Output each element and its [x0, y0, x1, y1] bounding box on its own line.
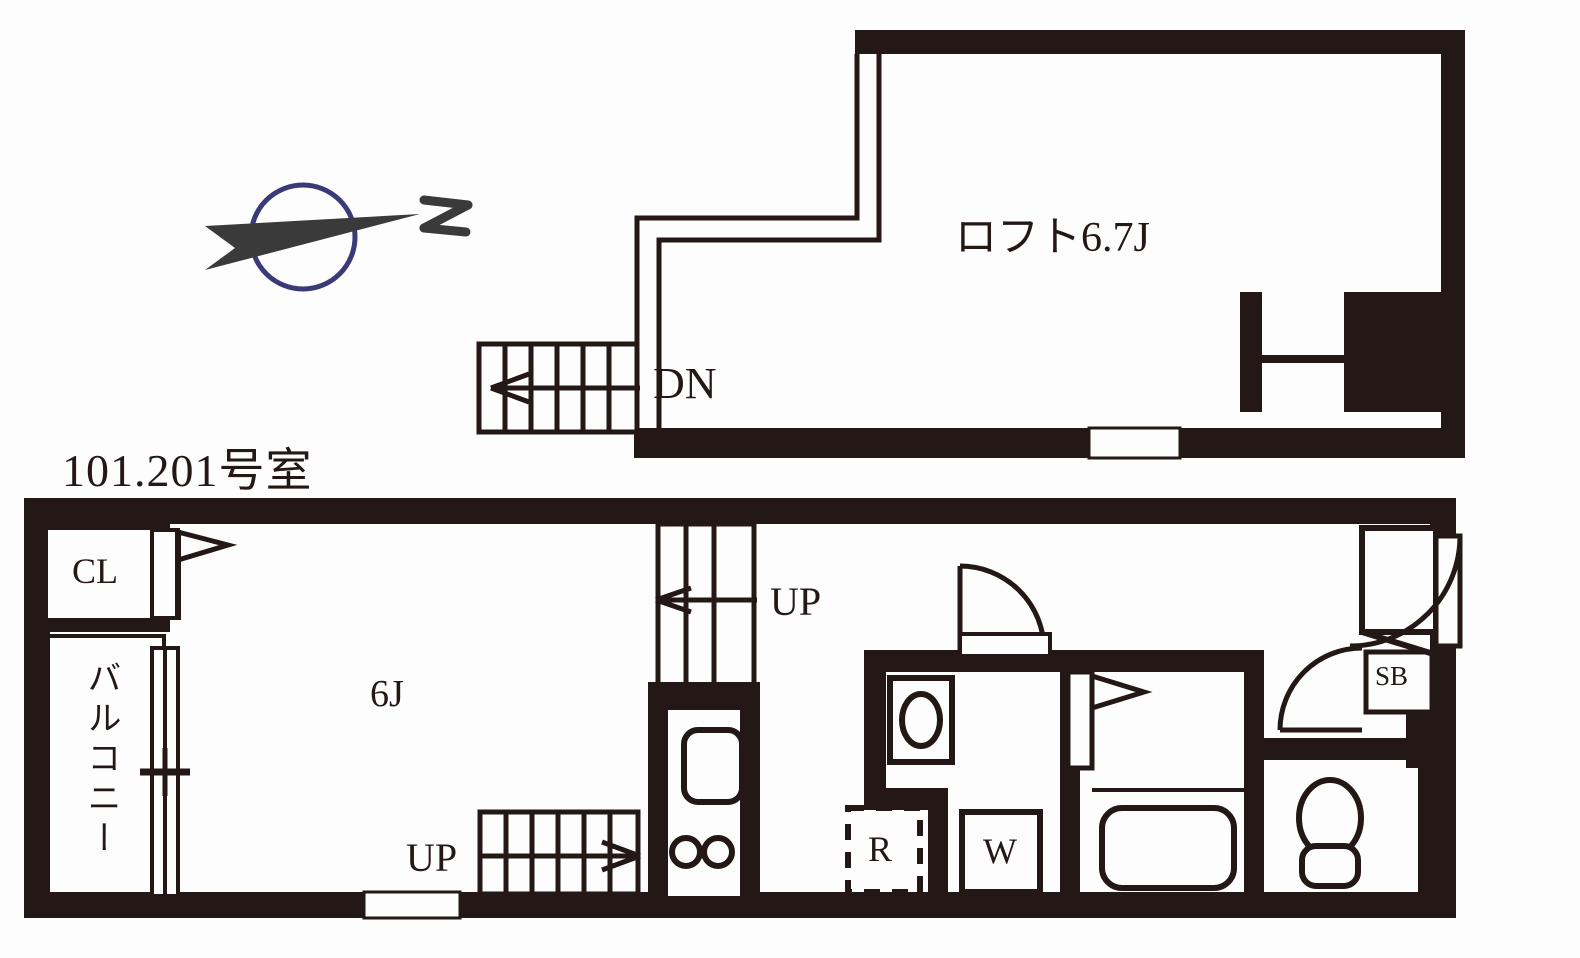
entrance-door	[1349, 535, 1463, 649]
loft-stairs-dn	[476, 341, 640, 435]
dn-arrow-icon	[490, 371, 640, 405]
closet-cl	[30, 524, 238, 632]
bathtub	[1092, 788, 1244, 891]
toilet-divider	[1406, 712, 1420, 768]
stair-label-up-lower: UP	[406, 835, 458, 880]
washer-space	[959, 809, 1043, 895]
loft-stair-label-dn: DN	[653, 359, 717, 408]
bath-door	[1065, 669, 1153, 771]
closet-label-cl: CL	[72, 551, 119, 591]
stair-label-up-upper: UP	[770, 579, 822, 624]
up-arrow-horizontal-icon	[480, 839, 641, 873]
unit-number-label: 101.201号室	[62, 445, 313, 496]
balcony-label: バルコニー	[82, 660, 119, 860]
toilet-room	[1296, 777, 1364, 889]
shoe-box-label: SB	[1375, 661, 1409, 691]
kitchen-block	[648, 690, 760, 896]
loft-floor-group	[476, 30, 1465, 460]
loft-window	[1087, 426, 1182, 460]
washroom-door	[957, 563, 1052, 658]
refrigerator-label: R	[868, 829, 893, 869]
bathroom-walls	[864, 650, 1264, 896]
up-arrow-vertical-icon	[655, 585, 757, 615]
main-window	[362, 890, 462, 920]
shoe-box	[1363, 649, 1435, 715]
vanity-basin	[887, 675, 955, 765]
loft-thick-walls	[634, 30, 1465, 458]
washer-label: W	[983, 831, 1017, 871]
balcony-sliding-door	[140, 646, 190, 898]
main-stairs-up-horizontal	[477, 809, 641, 897]
main-floor-group	[24, 498, 1463, 920]
compass-rose	[205, 182, 473, 292]
main-stairs-up-vertical	[648, 521, 760, 704]
compass-north-letter	[419, 195, 473, 237]
loft-room-label: ロフト6.7J	[955, 215, 1150, 261]
main-room-label: 6J	[370, 673, 404, 715]
hall-closet-door	[1277, 645, 1363, 733]
